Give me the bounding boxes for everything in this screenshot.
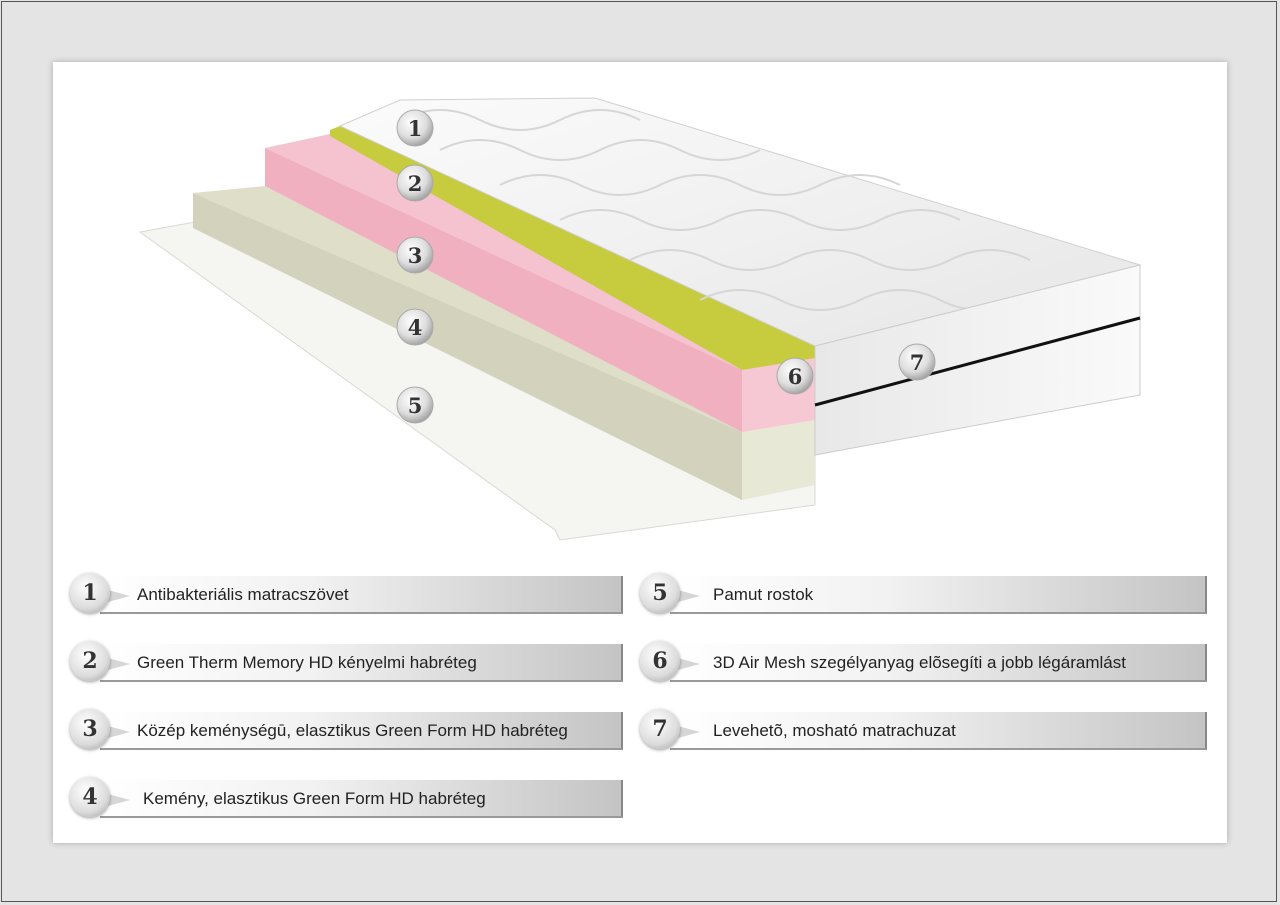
layer-4-firm-foam-front: [193, 193, 742, 500]
legend-number: 4: [70, 777, 110, 817]
legend-bar: [670, 576, 1207, 614]
legend-label: Kemény, elasztikus Green Form HD habréte…: [143, 789, 486, 808]
svg-text:6: 6: [788, 364, 803, 389]
legend-item-1: 1 Antibakteriális matracszövet: [70, 573, 623, 614]
legend-label: Közép keménységū, elasztikus Green Form …: [137, 721, 568, 740]
svg-text:1: 1: [408, 116, 423, 141]
quilting-pattern: [399, 109, 1031, 311]
pointer-arrow: [678, 726, 700, 738]
legend-number: 7: [640, 709, 680, 749]
callout-5: 5: [396, 386, 434, 424]
callout-2: 2: [396, 164, 434, 202]
legend-item-7: 7 Levehetõ, mosható matrachuzat: [640, 709, 1207, 750]
legend-bar: [670, 712, 1207, 750]
legend-bar: [100, 576, 623, 614]
callout-1: 1: [396, 109, 434, 147]
legend-number: 5: [640, 573, 680, 613]
legend-bar: [670, 644, 1207, 682]
legend-item-6: 6 3D Air Mesh szegélyanyag elõsegíti a j…: [640, 641, 1207, 682]
legend-number: 3: [70, 709, 110, 749]
legend-label: Green Therm Memory HD kényelmi habréteg: [137, 653, 477, 672]
svg-text:5: 5: [408, 393, 423, 418]
legend-number: 2: [70, 641, 110, 681]
legend-item-3: 3 Közép keménységū, elasztikus Green For…: [70, 709, 623, 750]
layer-1-quilted-top: [338, 97, 1142, 347]
legend-item-2: 2 Green Therm Memory HD kényelmi habréte…: [70, 641, 623, 682]
legend-bar: [100, 644, 623, 682]
layer-4-firm-foam-side: [742, 420, 815, 500]
callout-7: 7: [898, 343, 936, 381]
legend-item-4: 4 Kemény, elasztikus Green Form HD habré…: [70, 777, 623, 818]
svg-text:2: 2: [408, 171, 423, 196]
legend-number: 6: [640, 641, 680, 681]
zipper-line: [814, 316, 1141, 407]
pointer-arrow: [108, 590, 130, 602]
svg-text:7: 7: [910, 350, 925, 375]
legend-bar: [100, 780, 623, 818]
legend-label: Antibakteriális matracszövet: [137, 585, 349, 604]
pointer-arrow: [678, 590, 700, 602]
pointer-arrow: [108, 794, 130, 806]
svg-text:3: 3: [408, 243, 423, 268]
callout-6: 6: [776, 357, 814, 395]
layer-2-memory-foam: [330, 126, 815, 370]
callout-badges: 1 2 3 4 5 6 7: [396, 109, 936, 424]
layer-3-medium-foam-front: [265, 148, 742, 432]
callout-3: 3: [396, 236, 434, 274]
pointer-arrow: [108, 658, 130, 670]
legend-label: Pamut rostok: [713, 585, 814, 604]
svg-text:4: 4: [408, 315, 423, 340]
legend-number: 1: [70, 573, 110, 613]
legend-label: 3D Air Mesh szegélyanyag elõsegíti a job…: [713, 653, 1126, 672]
callout-4: 4: [396, 308, 434, 346]
legend-bar: [100, 712, 623, 750]
legend-item-5: 5 Pamut rostok: [640, 573, 1207, 614]
pointer-arrow: [678, 658, 700, 670]
pointer-arrow: [108, 726, 130, 738]
legend-label: Levehetõ, mosható matrachuzat: [713, 721, 956, 740]
